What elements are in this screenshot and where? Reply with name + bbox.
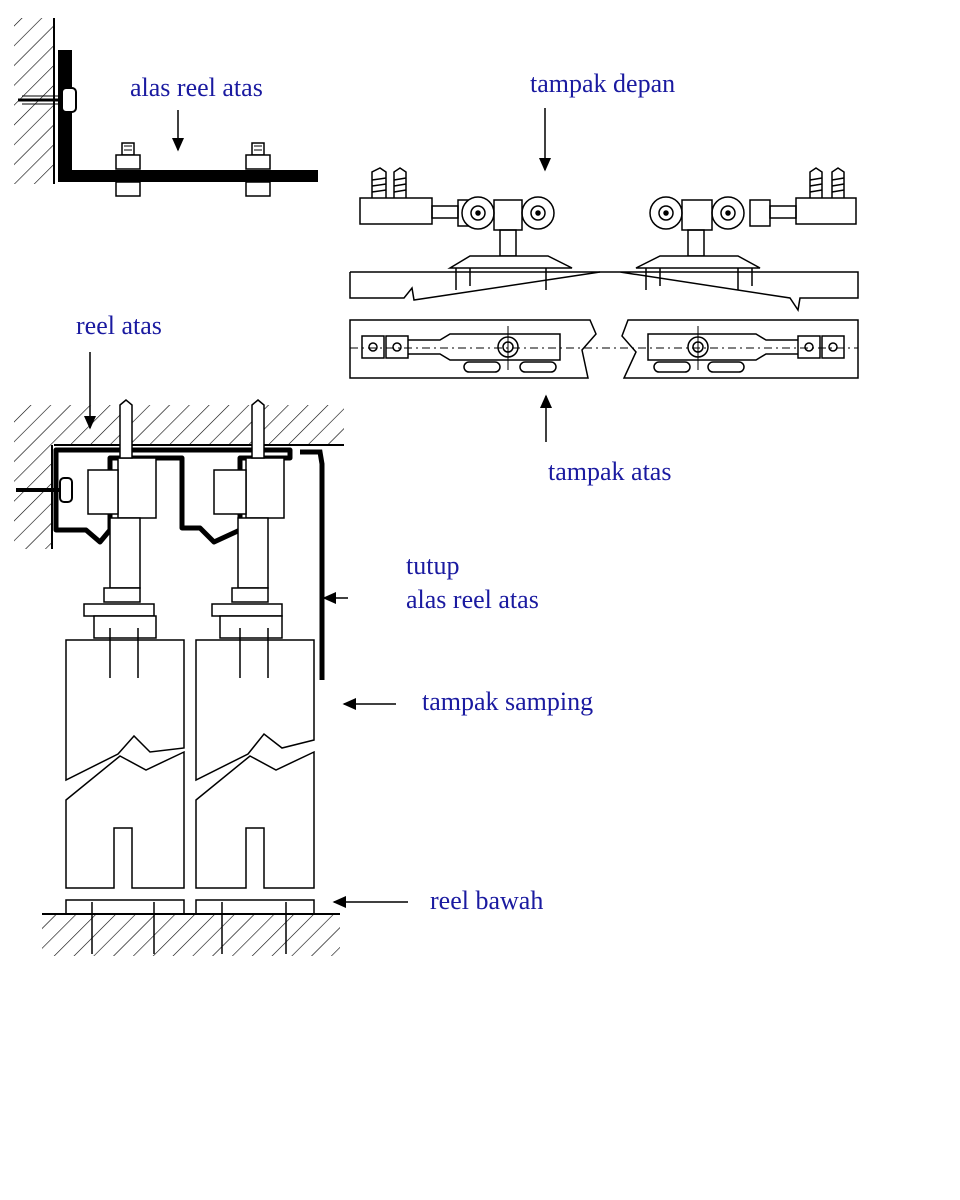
label-tutup-alas-reel-atas: alas reel atas [406, 585, 539, 614]
label-tampak-depan: tampak depan [530, 69, 676, 98]
label-tampak-atas: tampak atas [548, 457, 672, 486]
side-view-drawing [14, 352, 408, 956]
label-reel-atas: reel atas [76, 311, 162, 340]
bolt-right [245, 142, 271, 197]
front-view-drawing [349, 108, 859, 312]
label-alas-reel-atas: alas reel atas [130, 73, 263, 102]
upper-rail-bracket-detail [14, 18, 318, 197]
label-tampak-samping: tampak samping [422, 687, 594, 716]
label-reel-bawah: reel bawah [430, 886, 544, 915]
top-view-drawing [349, 319, 859, 442]
bolt-left [115, 142, 141, 197]
label-tutup: tutup [406, 551, 460, 580]
